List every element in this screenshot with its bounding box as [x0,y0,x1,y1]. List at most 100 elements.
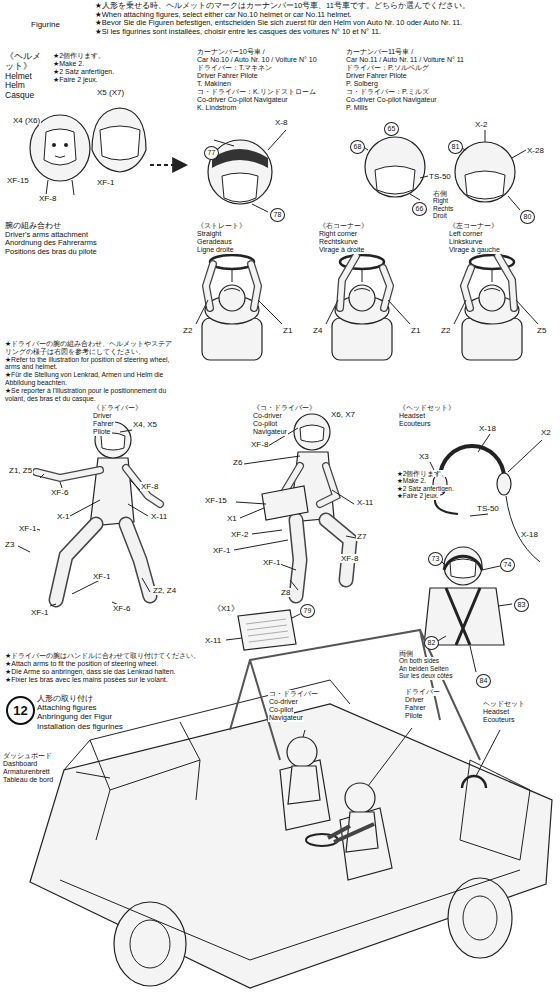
note-text: Driver Fahrer Pilote [345,72,408,80]
note-text: Co-driver Co-pilot Navigateur [196,96,289,104]
part-label-group: X3 [418,452,430,461]
part-label-group: Z3 [4,540,15,549]
section-heading: Attaching figures [36,703,98,712]
section-heading: 《ヘッドセット》 [398,404,456,412]
step-number: 12 [6,696,35,725]
section-heading-group: Figurine [30,20,90,29]
part-label: XF-1 [212,546,231,555]
section-heading-group: 《ヘルメット》HelmetHelmCasque [4,52,50,101]
part-label-group: X-11 [356,498,374,507]
note-text: ★ドライバーの腕はハンドルに合わせて取り付けてください。 [4,652,201,660]
arm-position-figure [196,255,538,360]
section-heading: 《ヘルメット》 [4,52,50,72]
part-label: X1 [226,514,238,523]
callout-number-group: 78 [270,208,285,222]
section-heading: Headset [482,708,510,716]
section-heading: Rechtskurve [318,238,359,246]
callout-number-group: 66 [412,202,427,216]
part-label: X-2 [474,120,488,129]
callout-number: 65 [384,122,399,136]
section-heading-group: コ・ドライバーCo-driverCo-pilotNavigateur [268,690,338,722]
part-label: X5 (X7) [96,88,125,97]
part-label-group: X-1 [56,512,70,521]
callout-number-group: 73 [428,552,443,566]
section-heading: ドライバー [404,688,441,696]
section-heading: Geradeaus [196,238,233,246]
section-heading: Co-pilot [268,706,294,714]
note-text: コ・ドライバー：K.リンドストローム [196,88,317,96]
section-heading-group: 《ヘッドセット》HeadsetEcouteurs [398,404,468,428]
note-text: Rechts [432,205,454,212]
part-label: XF-1 [18,524,37,533]
section-heading: Driver's arms attachment [4,231,89,240]
note-text: 両側 [398,650,414,657]
section-heading: 《右コーナー》 [318,222,369,230]
section-heading: Co-driver [252,412,283,420]
part-label-group: XF-15 [6,176,30,185]
note-text: Car No.11 / Auto Nr. 11 / Voiture N° 11 [345,56,465,64]
section-heading: Co-pilot [252,420,278,428]
section-heading-group: ドライバーDriverFahrerPilote [404,688,464,720]
note-text: ★Die Arme so anbringen, dass sie das Len… [4,668,177,676]
part-label-group: XF-2 [230,530,249,539]
note-text: P. Mills [345,104,369,112]
callout-number: 77 [204,146,219,160]
part-label-group: Z2 [182,326,193,335]
section-heading: Ecouteurs [398,420,432,428]
note-text: Co-driver Co-pilot Navigateur [345,96,438,104]
note-text: ★Faire 2 jeux. [52,76,99,84]
section-heading: Right corner [318,230,358,238]
part-label-group: X1 [226,514,238,523]
callout-number: 79 [300,604,315,618]
note-text: ★人形を乗せる時、ヘルメットのマークはカーナンバー10号車、11号車です。どちら… [94,2,471,11]
section-heading: Ligne droite [196,246,235,254]
callout-number-group: 84 [476,674,491,688]
part-label: X6, X7 [330,410,356,419]
note-text: ★When attaching figures, select either c… [94,11,353,20]
section-heading: Left corner [448,230,483,238]
note-text: ★2 Satz anfertigen. [396,485,455,492]
headset-part [430,434,542,562]
section-heading: Pilote [92,428,112,436]
section-heading: Figurine [30,20,61,29]
note-text-group: ★2個作ります。★Make 2.★2 Satz anfertigen.★Fair… [396,470,474,500]
part-label-group: Z2, Z4 [152,586,177,595]
part-label-group: X2 [540,428,552,437]
section-heading: ヘッドセット [482,700,526,708]
part-label: X-18 [520,530,539,539]
section-heading: Dashboard [2,760,38,768]
callout-number-group: 80 [520,210,535,224]
section-heading: 腕の組み合わせ [4,222,62,231]
part-label: Z2 [182,326,193,335]
section-heading: Helm [4,81,26,91]
section-heading: Tableau de bord [2,776,54,784]
part-label: Z1, Z5 [8,466,33,475]
part-label: X-11 [150,512,168,521]
part-label-group: Z1 [410,326,421,335]
note-text-group: カーナンバー11号車 /Car No.11 / Auto Nr. 11 / Vo… [345,48,555,112]
note-text: K. Lindstrom [196,104,237,112]
section-heading: Navigateur [268,714,304,722]
callout-number: 82 [424,636,439,650]
part-label: X-28 [526,146,545,155]
callout-number: 74 [500,558,515,572]
note-text: ★Fixer les bras avec les mains posées su… [4,676,169,684]
part-label: X-18 [478,424,497,433]
part-label-group: X4, X5 [132,420,158,429]
part-label-group: X4 (X6) [12,116,41,125]
section-heading: Fahrer [404,704,427,712]
section-heading-group: 腕の組み合わせDriver's arms attachmentAnordnung… [4,222,194,257]
part-label: Z8 [280,588,291,597]
part-label: Z2 [440,326,451,335]
note-text: Sur les deux côtés [398,672,453,679]
part-label: X-11 [356,498,374,507]
note-text: 右側 [432,190,448,197]
part-label: X3 [418,452,430,461]
callout-number-group: 65 [384,122,399,136]
part-label-group: X-28 [526,146,545,155]
headset-figure [424,547,512,672]
note-text: ★2個作ります。 [396,470,449,477]
section-heading: Anordnung des Fahrerarms [4,239,98,248]
part-label: XF-15 [6,176,30,185]
